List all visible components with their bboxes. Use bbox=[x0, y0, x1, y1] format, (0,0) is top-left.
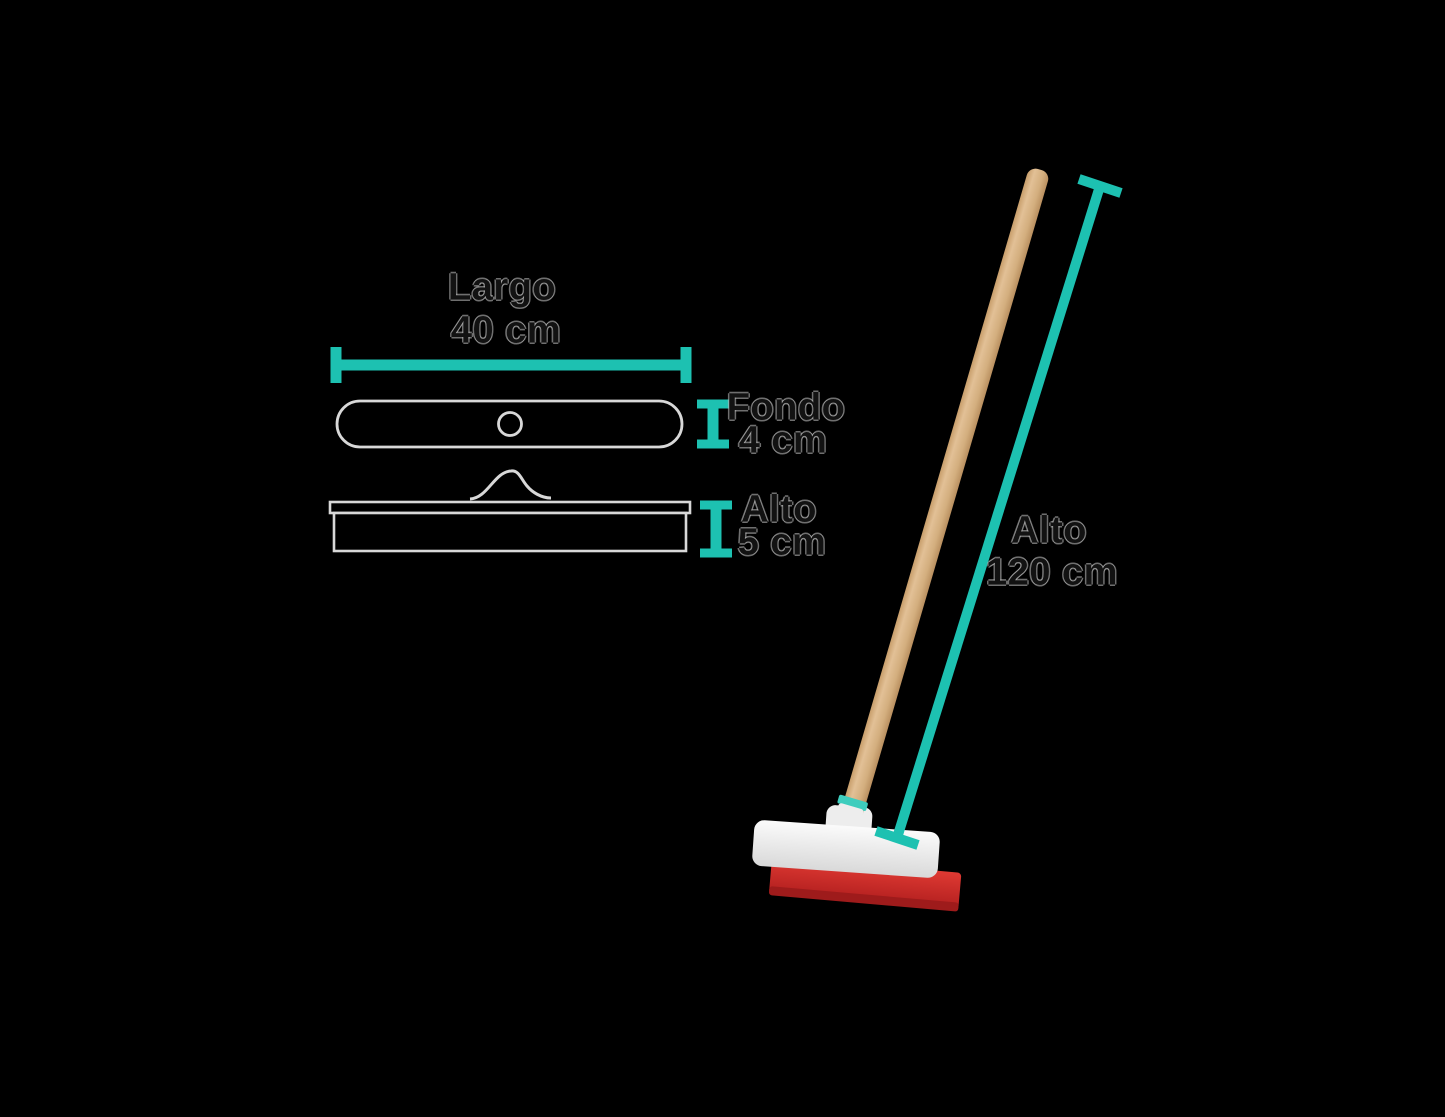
alto-total-value: 120 cm bbox=[986, 551, 1118, 594]
head-top-view-outline bbox=[335, 399, 684, 449]
alto-head-value: 5 cm bbox=[737, 521, 827, 564]
fondo-dimension-marker bbox=[697, 399, 729, 449]
squeegee-handle bbox=[841, 168, 1049, 820]
largo-dimension-line bbox=[330, 347, 692, 383]
largo-value: 40 cm bbox=[450, 309, 562, 352]
mount-bracket-curve bbox=[469, 469, 552, 501]
fondo-label: Fondo bbox=[726, 386, 846, 429]
fondo-value: 4 cm bbox=[738, 419, 828, 462]
alto-total-label: Alto bbox=[1011, 509, 1087, 552]
alto-handle-dimension-line bbox=[874, 174, 1123, 850]
handle-collar bbox=[835, 794, 868, 824]
handle-hole-icon bbox=[497, 411, 523, 437]
largo-label: Largo bbox=[447, 266, 557, 309]
alto-head-label: Alto bbox=[741, 488, 817, 531]
squeegee-illustration bbox=[752, 168, 1049, 912]
head-side-view-outline bbox=[328, 500, 692, 553]
alto-head-dimension-marker bbox=[700, 500, 732, 558]
